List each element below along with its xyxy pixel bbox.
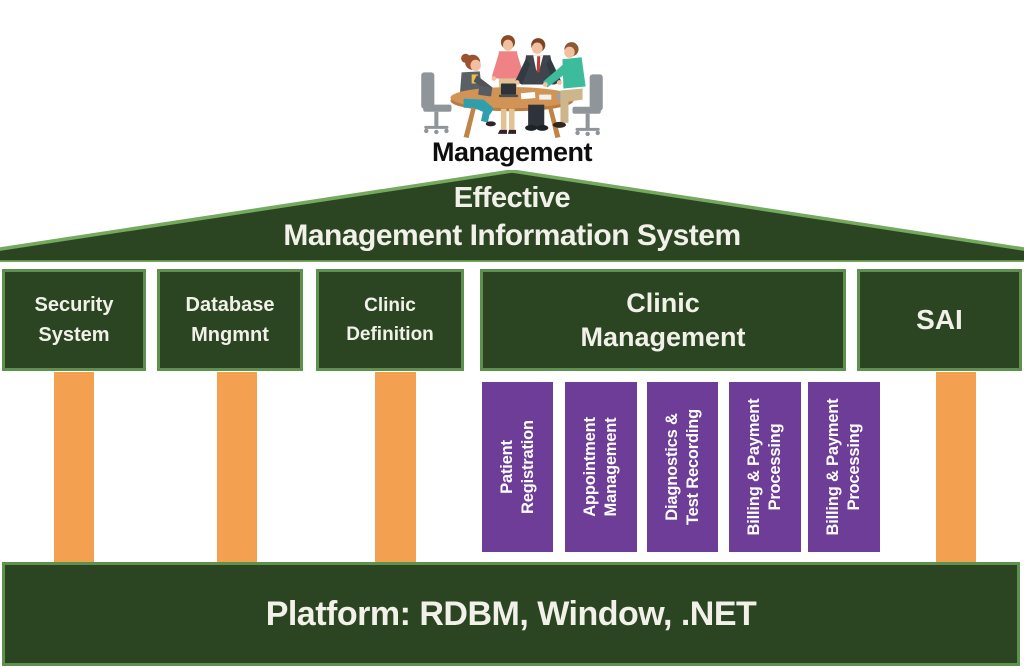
support-pillar-database: [217, 372, 257, 562]
module-security-system: Security System: [2, 269, 146, 371]
support-pillar-sai: [936, 372, 976, 562]
office-chair-icon: [421, 72, 452, 135]
submodule-label: Appointment Management: [580, 382, 622, 552]
laptop-and-papers-icon: [478, 83, 568, 100]
roof-title-line1: Effective: [453, 182, 571, 214]
platform-bar: Platform: RDBM, Window, .NET: [2, 562, 1020, 666]
submodule-diagnostics-test-recording: Diagnostics & Test Recording: [647, 382, 718, 552]
module-label-line: Clinic: [364, 295, 416, 316]
module-label-line: Definition: [346, 324, 434, 345]
roof-title: Effective Management Information System: [0, 180, 1024, 254]
management-team-illustration-icon: [421, 35, 603, 138]
support-pillar-clinic-definition: [375, 372, 416, 562]
module-label-line: Management: [580, 322, 746, 352]
module-sai: SAI: [857, 269, 1022, 371]
submodule-label-line: Appointment: [581, 417, 599, 517]
submodule-label-line: Billing & Payment: [824, 398, 842, 536]
roof-triangle-shape: [0, 170, 1024, 262]
module-label-line: Security: [34, 294, 114, 316]
submodule-label: Billing & Payment Processing: [823, 382, 865, 552]
roof-banner: Effective Management Information System: [0, 170, 1024, 262]
submodule-appointment-management: Appointment Management: [565, 382, 637, 552]
submodule-label-line: Billing & Payment: [745, 398, 763, 536]
module-label-line: SAI: [916, 304, 963, 335]
module-database-mngmnt: Database Mngmnt: [157, 269, 303, 371]
submodule-label-line: Diagnostics &: [662, 413, 681, 521]
submodule-label: Diagnostics & Test Recording: [662, 382, 704, 552]
roof-title-line2: Management Information System: [283, 219, 741, 252]
module-label-line: System: [38, 324, 110, 346]
module-label-line: Mngmnt: [191, 324, 269, 346]
submodule-label-line: Patient: [497, 440, 516, 494]
person-green-shirt-icon: [542, 42, 586, 89]
submodule-patient-registration: Patient Registration: [482, 382, 553, 552]
submodule-billing-payment-processing: Billing & Payment Processing: [729, 382, 801, 552]
module-clinic-definition: Clinic Definition: [316, 269, 464, 371]
support-pillar-security: [54, 372, 94, 562]
module-clinic-management: Clinic Management: [480, 269, 846, 371]
management-caption: Management: [431, 137, 593, 167]
people-legs-icon: [463, 88, 583, 134]
submodule-billing-payment-processing-2: Billing & Payment Processing: [808, 382, 880, 552]
submodule-label-line: Registration: [518, 420, 537, 514]
submodule-label-line: Processing: [766, 423, 784, 511]
office-chair-icon: [572, 74, 603, 137]
platform-label: Platform: RDBM, Window, .NET: [265, 594, 757, 633]
submodule-label: Patient Registration: [497, 382, 539, 552]
submodule-label-line: Test Recording: [683, 408, 702, 526]
module-label-line: Clinic: [626, 288, 700, 318]
submodule-label-line: Management: [602, 417, 620, 517]
submodule-label: Billing & Payment Processing: [744, 382, 786, 552]
module-label-line: Database: [185, 294, 275, 316]
submodule-label-line: Processing: [845, 423, 863, 511]
